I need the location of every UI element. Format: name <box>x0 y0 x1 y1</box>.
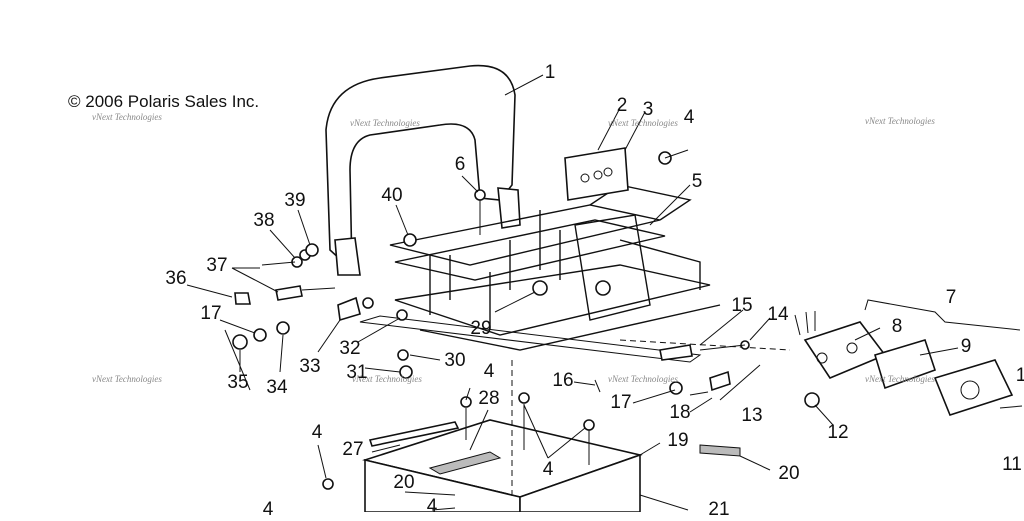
trim-strip <box>368 421 460 447</box>
callout-12: 12 <box>827 422 849 443</box>
callout-7: 7 <box>945 287 957 308</box>
callout-9: 9 <box>960 336 972 357</box>
callout-37: 37 <box>206 255 228 276</box>
callout-18: 18 <box>669 402 691 423</box>
copyright-notice: © 2006 Polaris Sales Inc. <box>68 92 260 111</box>
callout-20-right: 20 <box>778 463 800 484</box>
seat-base-plate <box>359 315 702 363</box>
callout-3: 3 <box>642 99 654 120</box>
callout-5: 5 <box>691 171 703 192</box>
callout-13: 13 <box>741 405 763 426</box>
watermark: vNext Technologies <box>352 374 422 384</box>
watermark: vNext Technologies <box>350 118 420 128</box>
watermark: vNext Technologies <box>608 374 678 384</box>
backrest-bracket <box>334 237 361 276</box>
callout-1: 1 <box>544 62 556 83</box>
watermark: vNext Technologies <box>92 112 162 122</box>
callout-4: 4 <box>683 107 695 128</box>
callout-30: 30 <box>444 350 466 371</box>
callout-8: 8 <box>891 316 903 337</box>
callout-4-b: 4 <box>542 459 554 480</box>
watermark: vNext Technologies <box>608 118 678 128</box>
taillight-gasket <box>874 339 937 390</box>
rack-frame <box>389 184 721 351</box>
callout-17-left: 17 <box>200 303 222 324</box>
callout-4-d: 4 <box>426 496 438 517</box>
callout-31: 31 <box>346 362 368 383</box>
callout-4-c: 4 <box>311 422 323 443</box>
callout-4-a: 4 <box>483 361 495 382</box>
bracket-7 <box>864 299 1021 331</box>
taillight-lens <box>933 359 1014 416</box>
callout-11: 11 <box>1002 454 1022 475</box>
callout-38: 38 <box>253 210 275 231</box>
callout-40: 40 <box>381 185 403 206</box>
callout-15: 15 <box>731 295 753 316</box>
taillight-housing <box>803 321 887 379</box>
callout-6: 6 <box>454 154 466 175</box>
callout-39: 39 <box>284 190 306 211</box>
bulb <box>804 392 820 408</box>
callout-14: 14 <box>767 304 789 325</box>
backrest-bracket-right <box>497 187 521 229</box>
callout-17-right: 17 <box>610 392 632 413</box>
callout-28: 28 <box>478 388 500 409</box>
watermark: vNext Technologies <box>92 374 162 384</box>
callout-10: 1 <box>1015 365 1024 386</box>
callout-27: 27 <box>342 439 364 460</box>
callout-2: 2 <box>616 95 628 116</box>
callout-20-left: 20 <box>393 472 415 493</box>
callout-32: 32 <box>339 338 361 359</box>
backrest-pad <box>325 64 516 272</box>
callout-16: 16 <box>552 370 574 391</box>
callout-4-e: 4 <box>262 499 274 520</box>
callout-29: 29 <box>470 318 492 339</box>
callout-33: 33 <box>299 356 321 377</box>
decal <box>699 444 741 457</box>
callout-35: 35 <box>227 372 249 393</box>
callout-36: 36 <box>165 268 187 289</box>
callout-19: 19 <box>667 430 689 451</box>
callout-34: 34 <box>266 377 288 398</box>
watermark: vNext Technologies <box>865 116 935 126</box>
watermark: vNext Technologies <box>865 374 935 384</box>
callout-21: 21 <box>708 499 730 520</box>
mount-bracket <box>564 147 629 201</box>
